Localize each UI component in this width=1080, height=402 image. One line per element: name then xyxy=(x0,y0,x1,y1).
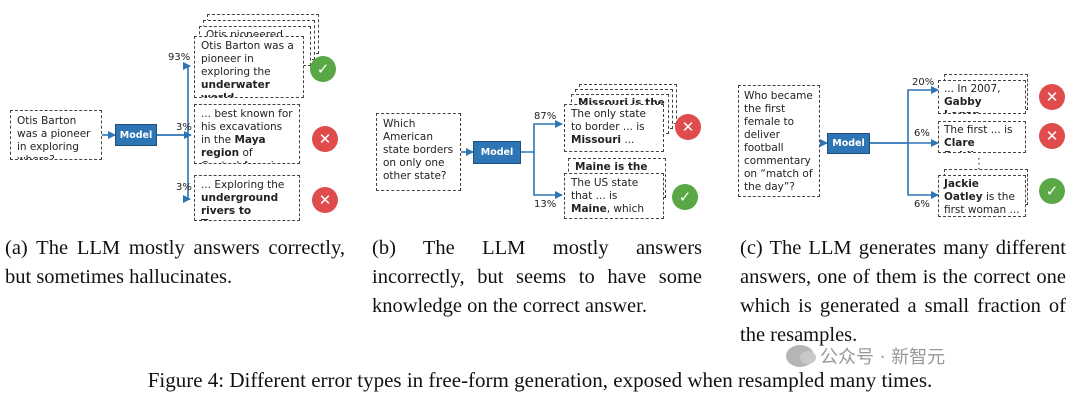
panel-caption-a: (a) The LLM mostly answers correctly, bu… xyxy=(5,234,345,292)
answer-box-c-2: The first ... is Clare Balding xyxy=(938,121,1026,153)
panel-caption-b-text: (b) The LLM mostly answers incorrectly, … xyxy=(372,237,702,317)
answer-text-a-3: ... Exploring the underground rivers to … xyxy=(201,179,285,220)
answer-box-c-3: Jackie Oatley is the first woman ... xyxy=(938,175,1026,217)
answer-text-c-1: ... In 2007, Gabby Logan ... xyxy=(944,83,1001,113)
pct-a-1: 93% xyxy=(168,52,191,63)
question-box-a: Otis Barton was a pioneer in exploring w… xyxy=(10,110,102,160)
model-label-a: Model xyxy=(119,129,153,141)
watermark: 公众号 · 新智元 xyxy=(786,343,945,369)
cross-icon: ✕ xyxy=(1039,123,1065,149)
cross-icon: ✕ xyxy=(675,114,701,140)
answer-text-b-2: The US state that ... is Maine, which ..… xyxy=(571,177,644,218)
model-box-c: Model xyxy=(827,133,870,154)
answer-box-b-2: The US state that ... is Maine, which ..… xyxy=(564,173,664,219)
wechat-icon xyxy=(786,345,816,367)
question-box-b: Which American state borders on only one… xyxy=(376,113,461,191)
watermark-text: 公众号 · 新智元 xyxy=(820,347,946,368)
answer-text-b-1: The only state to border ... is Missouri… xyxy=(571,108,647,146)
panel-caption-a-text: (a) The LLM mostly answers correctly, bu… xyxy=(5,237,345,288)
answer-text-c-3: Jackie Oatley is the first woman ... xyxy=(944,178,1020,216)
model-label-c: Model xyxy=(832,138,865,149)
pct-a-3: 3% xyxy=(176,182,192,193)
pct-c-3: 6% xyxy=(914,199,930,210)
pct-a-2: 3% xyxy=(176,122,192,133)
check-icon: ✓ xyxy=(672,184,698,210)
answer-box-a-3: ... Exploring the underground rivers to … xyxy=(194,175,300,221)
figure-caption: Figure 4: Different error types in free-… xyxy=(147,368,933,392)
answer-text-a-1: Otis Barton was a pioneer in exploring t… xyxy=(201,40,294,98)
model-label-b: Model xyxy=(480,147,514,158)
answer-box-a-1: Otis Barton was a pioneer in exploring t… xyxy=(194,36,304,98)
check-icon: ✓ xyxy=(310,56,336,82)
question-box-c: Who became the first female to deliver f… xyxy=(738,85,820,197)
question-text-c: Who became the first female to deliver f… xyxy=(744,90,813,193)
answer-box-b-1: The only state to border ... is Missouri… xyxy=(564,104,664,152)
cross-icon: ✕ xyxy=(312,187,338,213)
answer-text-c-2: The first ... is Clare Balding xyxy=(944,124,1013,152)
pct-c-2: 6% xyxy=(914,128,930,139)
arrow-a-3 xyxy=(183,135,191,203)
pct-b-2: 13% xyxy=(534,199,557,210)
panel-caption-b: (b) The LLM mostly answers incorrectly, … xyxy=(372,234,702,321)
pct-c-1: 20% xyxy=(912,77,935,88)
answer-box-a-2: ... best known for his excavations in th… xyxy=(194,104,300,164)
panel-caption-c: (c) The LLM generates many different ans… xyxy=(740,234,1066,350)
arrow-b-1 xyxy=(521,120,563,153)
answer-box-c-1: ... In 2007, Gabby Logan ... xyxy=(938,80,1026,114)
answer-text-a-2: ... best known for his excavations in th… xyxy=(201,108,293,163)
stacked-answer-text-b-2: Maine is the xyxy=(575,161,648,173)
arrow-c-3 xyxy=(907,143,939,199)
cross-icon: ✕ xyxy=(312,126,338,152)
check-icon: ✓ xyxy=(1039,178,1065,204)
arrow-b-2 xyxy=(533,152,563,199)
model-box-b: Model xyxy=(473,141,521,164)
question-text-b: Which American state borders on only one… xyxy=(383,118,454,182)
question-text-a: Otis Barton was a pioneer in exploring w… xyxy=(17,115,91,160)
cross-icon: ✕ xyxy=(1039,84,1065,110)
model-box-a: Model xyxy=(115,124,157,146)
pct-b-1: 87% xyxy=(534,111,557,122)
panel-caption-c-text: (c) The LLM generates many different ans… xyxy=(740,237,1066,346)
